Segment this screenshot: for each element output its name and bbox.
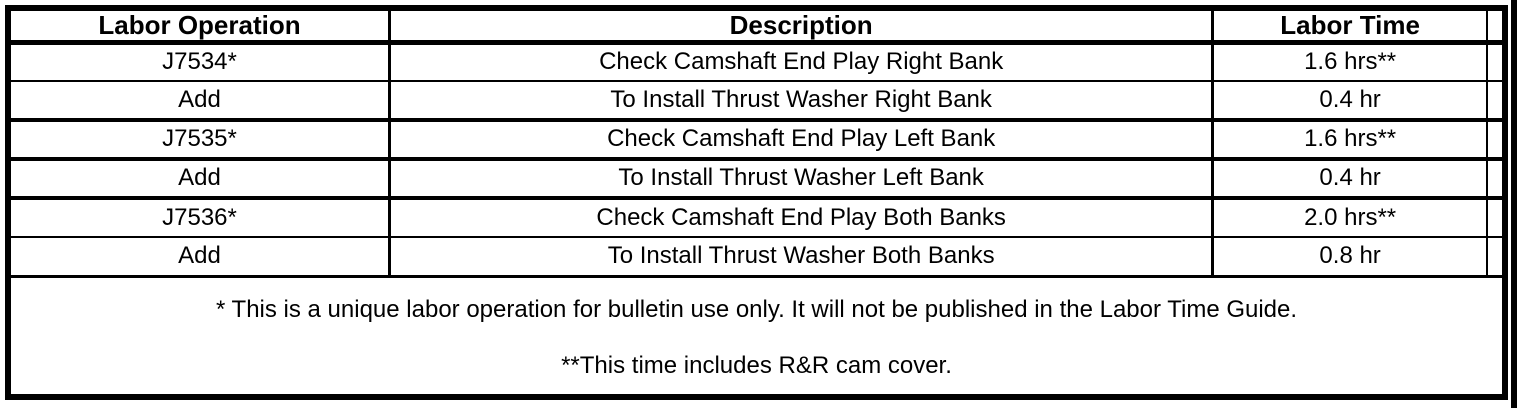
table-row: Add To Install Thrust Washer Both Banks … <box>8 237 1505 277</box>
labor-time-cell: 2.0 hrs** <box>1212 198 1488 238</box>
footnote-row: * This is a unique labor operation for b… <box>8 276 1505 397</box>
empty-column-cell <box>1487 198 1505 237</box>
labor-operation-cell: Add <box>8 81 392 121</box>
empty-column-cell <box>1487 42 1505 81</box>
footnote-double-asterisk: **This time includes R&R cam cover. <box>561 351 952 379</box>
labor-operation-cell: Add <box>8 237 392 277</box>
table-row: J7534* Check Camshaft End Play Right Ban… <box>8 42 1505 82</box>
table-row: J7536* Check Camshaft End Play Both Bank… <box>8 198 1505 238</box>
table-row: J7535* Check Camshaft End Play Left Bank… <box>8 120 1505 160</box>
table-row: Add To Install Thrust Washer Right Bank … <box>8 81 1505 121</box>
description-cell: To Install Thrust Washer Right Bank <box>389 81 1215 121</box>
description-cell: Check Camshaft End Play Right Bank <box>389 42 1215 82</box>
page-edge-line <box>1511 0 1517 408</box>
description-cell: Check Camshaft End Play Both Banks <box>389 198 1215 238</box>
description-cell: To Install Thrust Washer Left Bank <box>389 159 1215 199</box>
labor-time-cell: 1.6 hrs** <box>1212 42 1488 82</box>
footnote-cell: * This is a unique labor operation for b… <box>8 276 1505 397</box>
empty-column-cell <box>1487 159 1505 198</box>
labor-time-cell: 0.8 hr <box>1212 237 1488 277</box>
empty-column-cell <box>1487 81 1505 120</box>
labor-operation-cell: J7534* <box>8 42 392 82</box>
column-header-description: Description <box>389 8 1215 43</box>
labor-time-cell: 0.4 hr <box>1212 159 1488 199</box>
column-header-empty <box>1487 8 1505 42</box>
labor-time-cell: 0.4 hr <box>1212 81 1488 121</box>
empty-column-cell <box>1487 237 1505 276</box>
labor-operation-cell: Add <box>8 159 392 199</box>
column-header-labor-operation: Labor Operation <box>8 8 392 43</box>
description-cell: Check Camshaft End Play Left Bank <box>389 120 1215 160</box>
labor-operation-cell: J7536* <box>8 198 392 238</box>
table-header-row: Labor Operation Description Labor Time <box>8 8 1505 43</box>
labor-operations-table: Labor Operation Description Labor Time J… <box>5 5 1508 400</box>
description-cell: To Install Thrust Washer Both Banks <box>389 237 1215 277</box>
column-header-labor-time: Labor Time <box>1212 8 1488 43</box>
table-row: Add To Install Thrust Washer Left Bank 0… <box>8 159 1505 199</box>
footnote-asterisk: * This is a unique labor operation for b… <box>215 295 1298 323</box>
labor-operation-cell: J7535* <box>8 120 392 160</box>
empty-column-cell <box>1487 120 1505 159</box>
labor-time-cell: 1.6 hrs** <box>1212 120 1488 160</box>
